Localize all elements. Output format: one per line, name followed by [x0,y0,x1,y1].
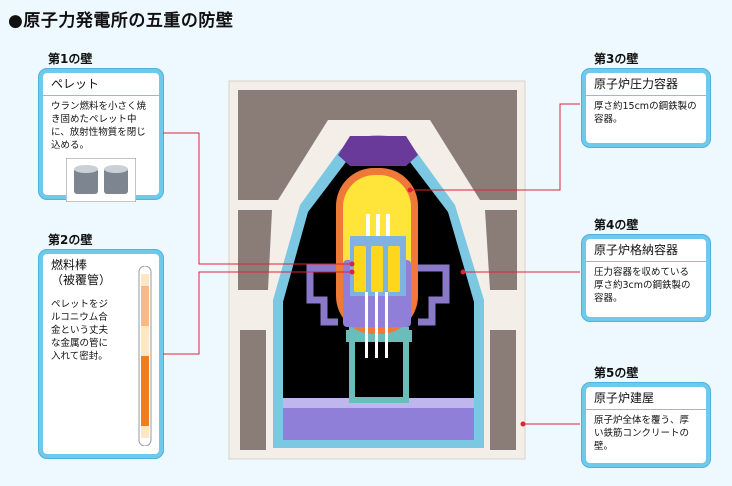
fuel-rod-illustration [138,266,152,446]
wall-2-text: ペレットをジルコニウム合金という丈夫な金属の管に入れて密封。 [51,299,109,362]
wall-5-card: 原子炉建屋 原子炉全体を覆う、厚い鉄筋コンクリートの壁。 [581,382,711,468]
vessel-pedestal [349,327,409,403]
control-rods [365,292,368,358]
leader-dots [349,187,526,427]
building-outer [228,80,526,460]
pipe-left [306,264,340,326]
concrete-upper [238,90,517,200]
pipe-right [416,264,450,326]
reactor-core [350,236,406,296]
wall-5-text: 原子炉全体を覆う、厚い鉄筋コンクリートの壁。 [586,410,706,463]
leader-wall-3 [410,103,580,191]
pressure-vessel [336,168,418,334]
pellet-illustration [66,158,136,202]
containment-shell [273,135,484,448]
leader-wall-2 [163,271,352,355]
wall-2-label: 第2の壁 [48,233,93,247]
wall-3-label: 第3の壁 [594,52,639,66]
leader-wall-1 [163,132,352,265]
wall-4-card: 原子炉格納容器 圧力容器を収めている厚さ約3cmの鋼鉄製の容器。 [581,234,711,322]
fuel-assembly-2 [371,246,383,292]
wall-1-heading: ペレット [43,73,159,95]
fuel-assembly-1 [354,246,366,292]
wall-5-heading: 原子炉建屋 [586,387,706,409]
wall-1-text: ウラン燃料を小さく焼き固めたペレット中に、放射性物質を閉じ込める。 [51,101,147,151]
containment-dome [338,136,418,166]
fuel-assembly-3 [388,246,400,292]
page-title: ●原子力発電所の五重の防壁 [8,11,234,31]
wall-5-label: 第5の壁 [594,366,639,380]
wall-2-card: 燃料棒 （被覆管） ペレットをジルコニウム合金という丈夫な金属の管に入れて密封。 [38,249,164,459]
wall-2-inner: 燃料棒 （被覆管） ペレットをジルコニウム合金という丈夫な金属の管に入れて密封。 [43,254,159,454]
wall-4-label: 第4の壁 [594,218,639,232]
leader-lines [163,103,580,425]
wall-2-heading: 燃料棒 （被覆管） [51,258,112,287]
wall-1-body: ウラン燃料を小さく焼き固めたペレット中に、放射性物質を閉じ込める。 [43,96,159,202]
wall-4-text: 圧力容器を収めている厚さ約3cmの鋼鉄製の容器。 [586,262,706,317]
wall-3-card: 原子炉圧力容器 厚さ約15cmの鋼鉄製の容器。 [581,68,711,148]
wall-1-label: 第1の壁 [48,52,93,66]
wall-1-card: ペレット ウラン燃料を小さく焼き固めたペレット中に、放射性物質を閉じ込める。 [38,68,164,202]
wall-4-heading: 原子炉格納容器 [586,239,706,261]
wall-3-heading: 原子炉圧力容器 [586,73,706,95]
concrete-bottom-left [240,330,266,450]
concrete-right [485,210,517,290]
floor-glow [283,398,474,440]
concrete-bottom-right [490,330,516,450]
concrete-left [238,210,272,290]
wall-3-text: 厚さ約15cmの鋼鉄製の容器。 [586,96,706,143]
containment-interior [283,149,474,440]
